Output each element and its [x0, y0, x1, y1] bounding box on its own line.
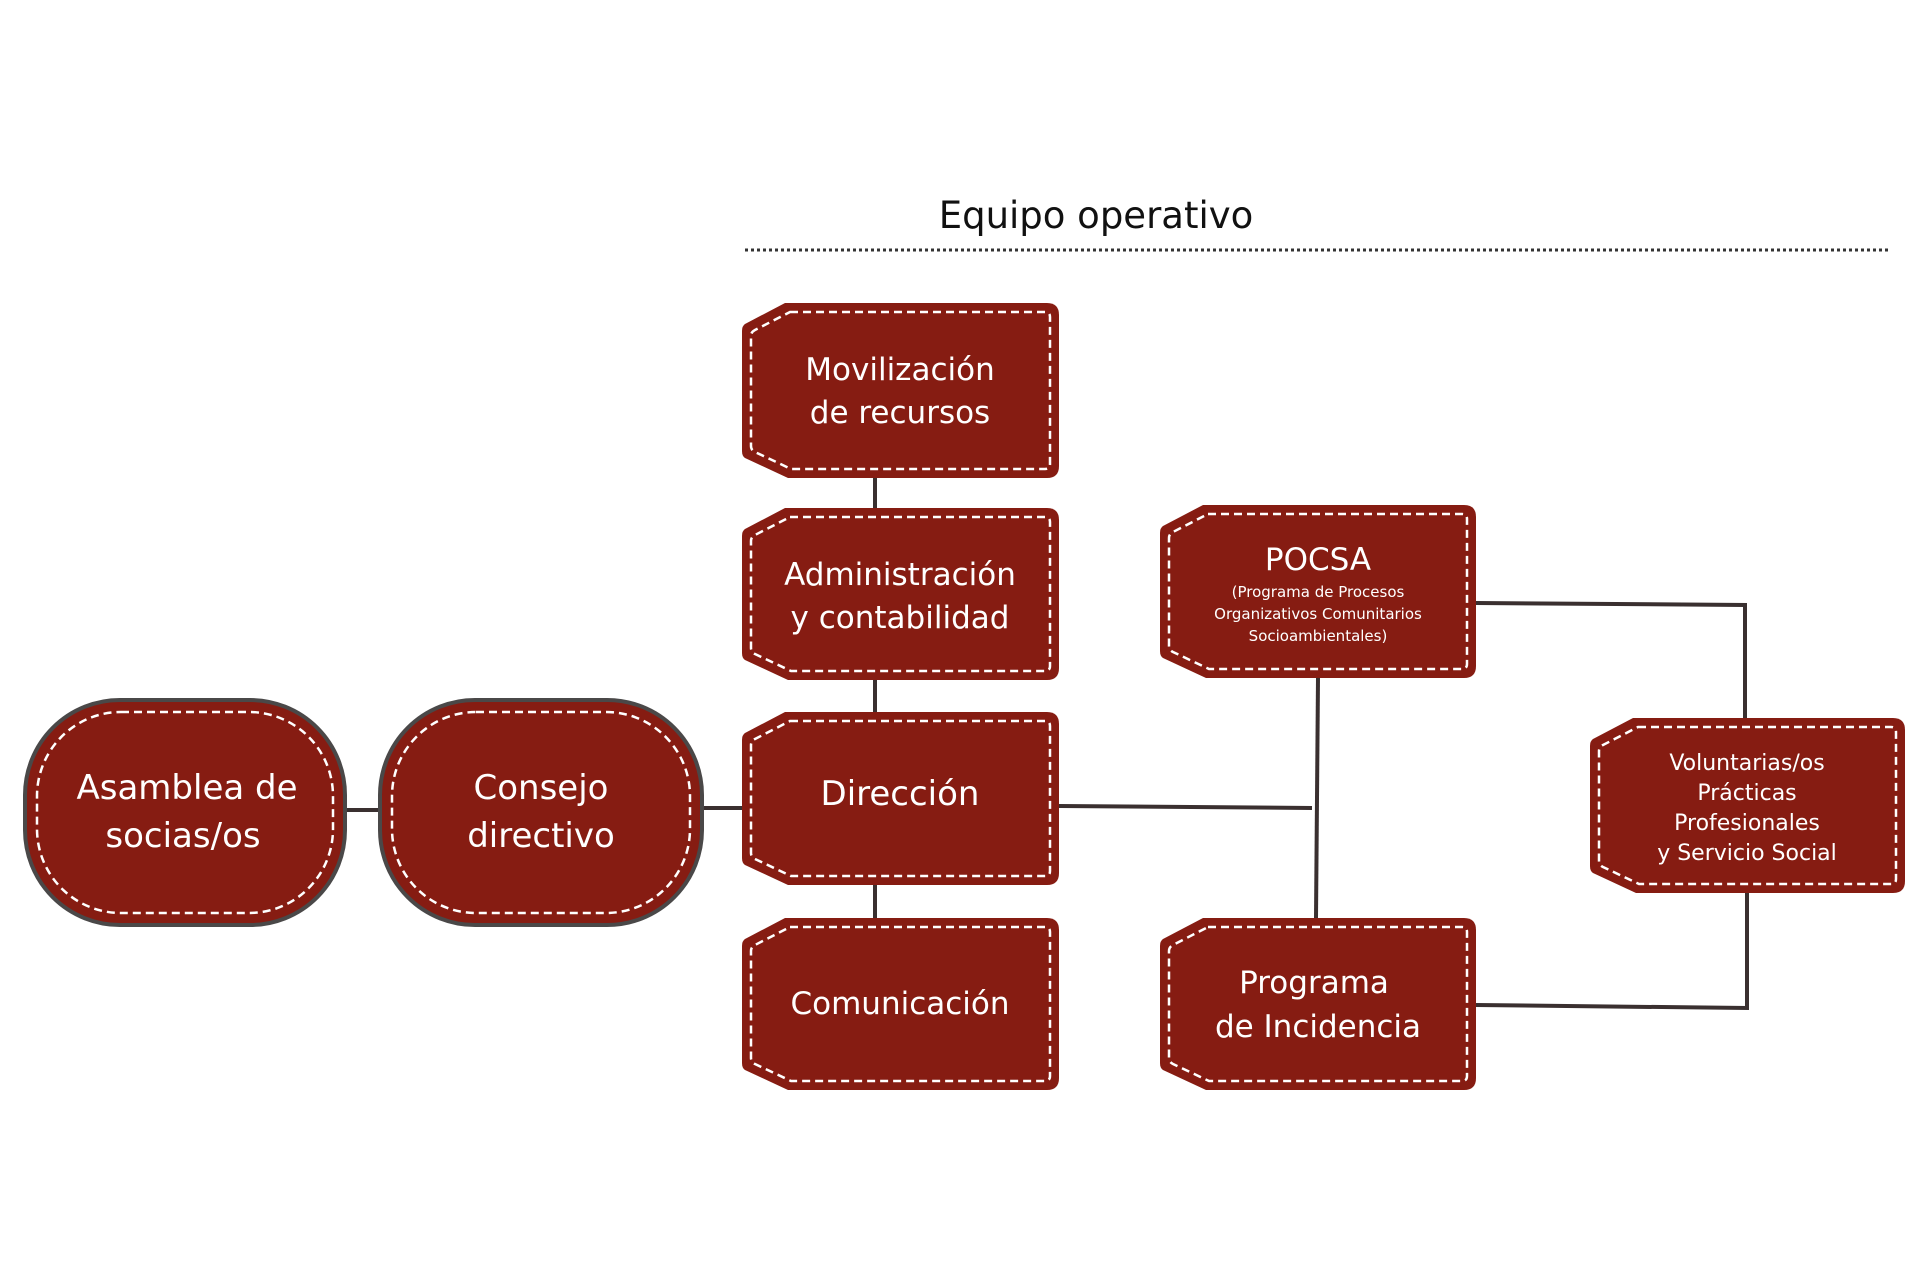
- connector-incidencia-voluntarias: [1475, 893, 1749, 1011]
- node-pocsa-dashed-border: [1167, 512, 1469, 671]
- node-direccion-dashed-border: [749, 719, 1052, 878]
- node-pocsa-shape: [1160, 505, 1476, 678]
- node-voluntarias: Voluntarias/os Prácticas Profesionales y…: [1590, 718, 1905, 893]
- node-pocsa: POCSA (Programa de Procesos Organizativo…: [1160, 505, 1476, 678]
- node-asamblea-dashed-border: [35, 710, 335, 915]
- node-direccion: Dirección: [742, 712, 1059, 885]
- node-incidencia-line-1: Programa: [1239, 965, 1389, 1001]
- node-voluntarias-shape: [1590, 718, 1905, 893]
- node-voluntarias-line-2: Prácticas: [1697, 781, 1796, 806]
- node-voluntarias-dashed-border: [1597, 725, 1898, 886]
- node-direccion-label: Dirección: [821, 774, 980, 814]
- node-movilizacion: Movilización de recursos: [742, 303, 1059, 478]
- connector-pocsa-incidencia: [1314, 677, 1320, 919]
- node-consejo-dashed-border: [390, 710, 692, 915]
- connectors: [345, 478, 1749, 1011]
- node-pocsa-subtitle-line-2: Organizativos Comunitarios: [1214, 605, 1422, 623]
- node-asamblea-line-2: socias/os: [105, 816, 260, 856]
- node-administracion-shape: [742, 508, 1059, 680]
- connector-direccion-programs: [1058, 804, 1313, 810]
- node-administracion: Administración y contabilidad: [742, 508, 1059, 680]
- node-asamblea-shape: [23, 698, 347, 927]
- node-incidencia-line-2: de Incidencia: [1215, 1009, 1421, 1045]
- node-consejo: Consejo directivo: [378, 698, 704, 927]
- node-incidencia: Programa de Incidencia: [1160, 918, 1476, 1090]
- node-pocsa-subtitle-line-3: Socioambientales): [1249, 627, 1388, 645]
- node-voluntarias-line-4: y Servicio Social: [1657, 841, 1837, 866]
- node-comunicacion-shape: [742, 918, 1059, 1090]
- node-administracion-dashed-border: [749, 515, 1052, 673]
- node-consejo-line-1: Consejo: [474, 768, 609, 808]
- node-comunicacion: Comunicación: [742, 918, 1059, 1090]
- node-asamblea-line-1: Asamblea de: [76, 768, 297, 808]
- node-voluntarias-line-1: Voluntarias/os: [1669, 751, 1824, 776]
- node-movilizacion-dashed-border: [749, 310, 1052, 471]
- node-movilizacion-line-2: de recursos: [810, 395, 990, 431]
- node-voluntarias-line-3: Profesionales: [1674, 811, 1820, 836]
- node-asamblea: Asamblea de socias/os: [23, 698, 347, 927]
- section-title: Equipo operativo: [939, 194, 1254, 237]
- node-consejo-shape: [378, 698, 704, 927]
- node-comunicacion-dashed-border: [749, 925, 1052, 1083]
- node-pocsa-title: POCSA: [1265, 542, 1371, 578]
- node-movilizacion-line-1: Movilización: [805, 352, 994, 388]
- node-direccion-shape: [742, 712, 1059, 885]
- node-incidencia-dashed-border: [1167, 925, 1469, 1083]
- node-pocsa-subtitle-line-1: (Programa de Procesos: [1232, 583, 1405, 601]
- connector-pocsa-voluntarias: [1475, 601, 1747, 718]
- node-consejo-line-2: directivo: [467, 816, 615, 856]
- node-incidencia-shape: [1160, 918, 1476, 1090]
- node-comunicacion-label: Comunicación: [790, 986, 1009, 1022]
- node-movilizacion-shape: [742, 303, 1059, 478]
- node-administracion-line-2: y contabilidad: [791, 600, 1010, 636]
- node-administracion-line-1: Administración: [784, 557, 1016, 593]
